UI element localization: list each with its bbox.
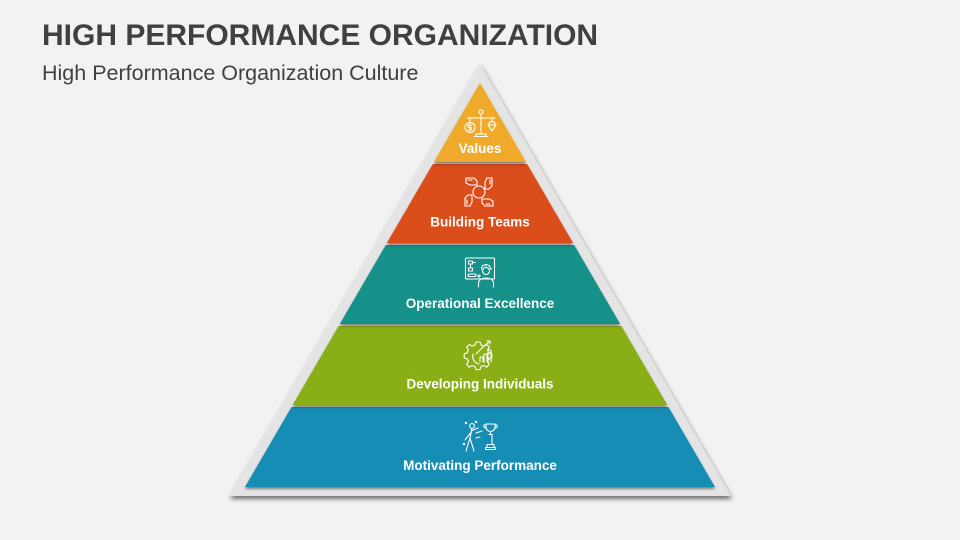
level-label: Building Teams [430, 215, 530, 230]
balance-scale-icon [464, 109, 497, 138]
slide-subtitle: High Performance Organization Culture [42, 61, 419, 85]
level-shape [292, 326, 668, 405]
engineer-monitor-icon [464, 257, 496, 288]
level-shape [434, 83, 526, 162]
level-shape [386, 164, 574, 243]
level-shape [245, 407, 715, 487]
gear-growth-chart-icon [463, 340, 493, 371]
team-hands-circle-icon [464, 177, 494, 207]
level-shape [339, 245, 621, 324]
pyramid-level-operational-excellence: Operational Excellence [339, 245, 621, 324]
level-label: Motivating Performance [403, 458, 557, 473]
pyramid-level-developing-individuals: Developing Individuals [292, 326, 668, 405]
person-trophy-icon [462, 420, 498, 452]
slide-title: HIGH PERFORMANCE ORGANIZATION [42, 19, 599, 52]
pyramid-level-motivating-performance: Motivating Performance [245, 407, 715, 487]
pyramid-level-values: Values [434, 83, 526, 162]
level-label: Developing Individuals [406, 377, 553, 392]
pyramid-level-building-teams: Building Teams [386, 164, 574, 243]
level-label: Values [459, 141, 502, 156]
level-label: Operational Excellence [406, 296, 555, 311]
